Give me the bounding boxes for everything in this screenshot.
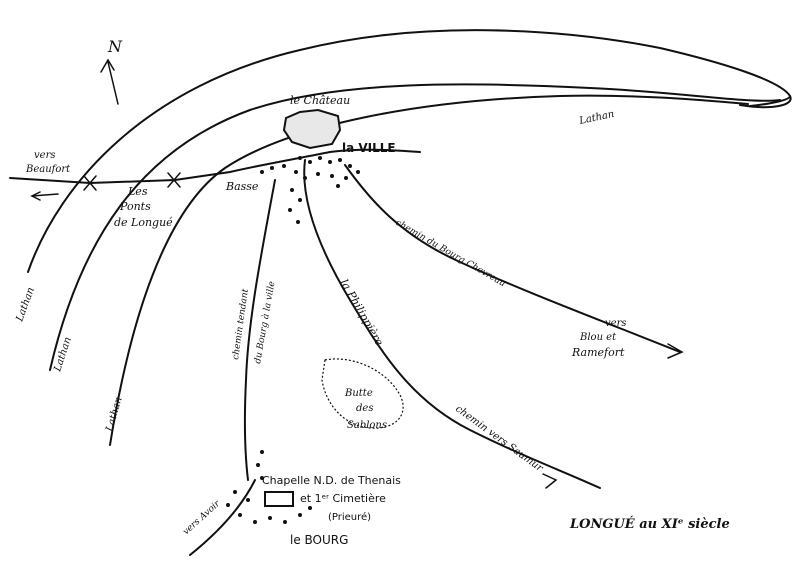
road-vers-beaufort [9,148,421,184]
label-vers-blou-3: Ramefort [571,346,625,359]
label-butte-2: des [356,403,373,414]
label-lathan-left-2: Lathan [52,336,74,374]
chateau-mark [282,108,342,150]
label-lathan-left-1: Lathan [14,286,37,324]
chemin-philippiere-saumur [303,159,601,489]
label-cimetiere: et 1ᵉʳ Cimetière [300,492,386,505]
chemin-vers-avoir [189,479,256,556]
label-le-bourg: le BOURG [290,533,348,547]
label-chapelle: Chapelle N.D. de Thenais [262,474,401,487]
label-prieure: (Prieuré) [328,511,371,523]
lathan-river-inner [49,83,781,371]
label-lathan-top: Lathan [577,109,615,127]
label-ponts-1: Les [127,185,148,198]
label-vers-beaufort-2: Beaufort [25,164,71,175]
chemin-bourg-chevreau [344,164,681,353]
label-vers-beaufort-1: vers [34,150,55,161]
label-lathan-left-3: Lathan [104,396,125,434]
north-label: N [107,37,123,56]
north-arrow-icon [100,58,119,105]
map-title: LONGUÉ au XIᵉ siècle [569,516,730,532]
label-basse: Basse [225,180,259,193]
lathan-river-tail [749,95,791,107]
label-ville: la VILLE [342,141,396,155]
label-vers-blou-1: vers [605,318,626,329]
lathan-river-lower [109,94,749,446]
label-vers-blou-2: Blou et [579,332,617,343]
chapelle-mark [264,491,294,507]
label-philippiere: la Philippière [337,277,386,348]
bourg-dots [226,450,312,524]
arrow-saumur-icon [542,473,558,489]
arrow-blou-icon [667,343,684,359]
chemin-tendant-bourg [243,179,276,481]
label-ponts-3: de Longué [114,216,173,229]
label-chateau: le Château [290,94,350,107]
label-chemin-saumur: chemin vers Saumur [453,404,545,475]
label-ponts-2: Ponts [119,200,151,213]
bridge-marks [83,172,181,191]
butte-des-sablons [321,358,404,429]
label-chemin-bourg-chevreau: chemin du Bourg Chevreau [394,218,508,289]
label-butte-3: Sablons [347,420,387,431]
label-butte-1: Butte [344,388,373,399]
